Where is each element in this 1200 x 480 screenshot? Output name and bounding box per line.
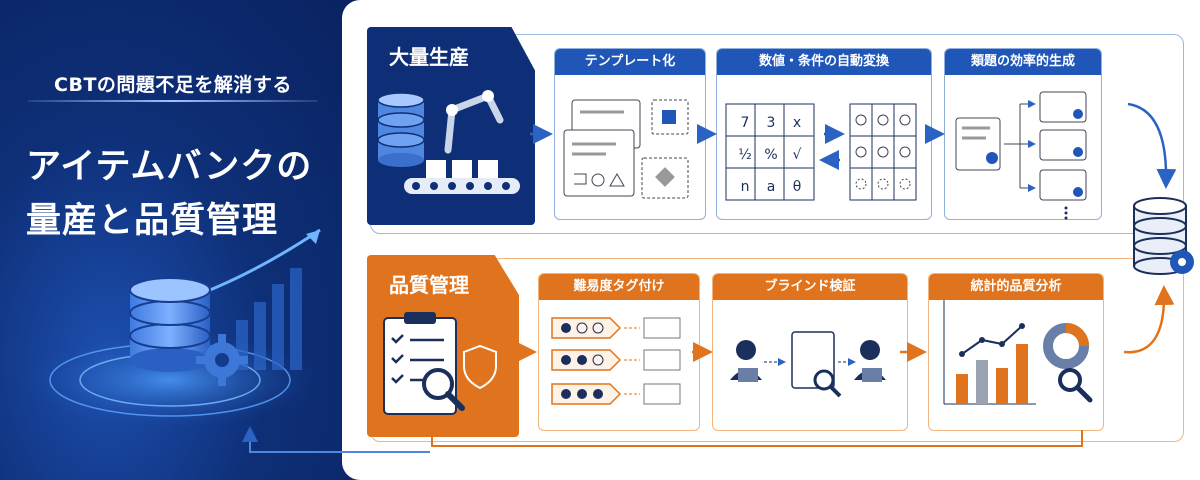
step-template: テンプレート化: [554, 48, 706, 220]
math-symbol: √: [792, 147, 802, 163]
hero-title-line2: 量産と品質管理: [26, 201, 279, 241]
math-symbol: a: [766, 179, 776, 195]
step-auto-convert-title: 数値・条件の自動変換: [717, 49, 931, 75]
quality-control-label: 品質管理: [389, 273, 469, 297]
step-blind-verification-title: ブラインド検証: [713, 274, 907, 300]
hero-title-line1: アイテムバンクの: [26, 147, 313, 187]
math-symbol: θ: [792, 179, 802, 195]
math-symbol: 7: [740, 115, 750, 131]
step-template-title: テンプレート化: [555, 49, 705, 75]
step-blind-verification: ブラインド検証: [712, 273, 908, 431]
math-symbol: ½: [738, 147, 752, 163]
step-difficulty-tagging-title: 難易度タグ付け: [539, 274, 699, 300]
hero-database-icon: [129, 277, 211, 372]
hero-gear-icon: [196, 334, 248, 386]
math-symbol: %: [764, 147, 778, 163]
hero-illustration: [20, 228, 321, 428]
math-symbol: n: [740, 179, 750, 195]
step-similar-generation-title: 類題の効率的生成: [945, 49, 1101, 75]
step-statistical-analysis: 統計的品質分析: [928, 273, 1104, 431]
step-difficulty-tagging: 難易度タグ付け: [538, 273, 700, 431]
step-statistical-analysis-title: 統計的品質分析: [929, 274, 1103, 300]
mass-production-label: 大量生産: [389, 45, 469, 69]
mass-production-card: 大量生産: [367, 27, 535, 225]
step-auto-convert: 数値・条件の自動変換 7 3 x ½ % √ n a θ: [716, 48, 932, 220]
hero-subtitle-underline: [28, 100, 318, 102]
hero-subtitle: CBTの問題不足を解消する: [54, 74, 292, 96]
hero-panel: CBTの問題不足を解消する アイテムバンクの 量産と品質管理: [0, 0, 360, 480]
step-similar-generation: 類題の効率的生成: [944, 48, 1102, 220]
quality-control-card: 品質管理: [367, 255, 519, 437]
math-symbol: x: [792, 115, 802, 131]
math-symbol: 3: [766, 115, 776, 131]
